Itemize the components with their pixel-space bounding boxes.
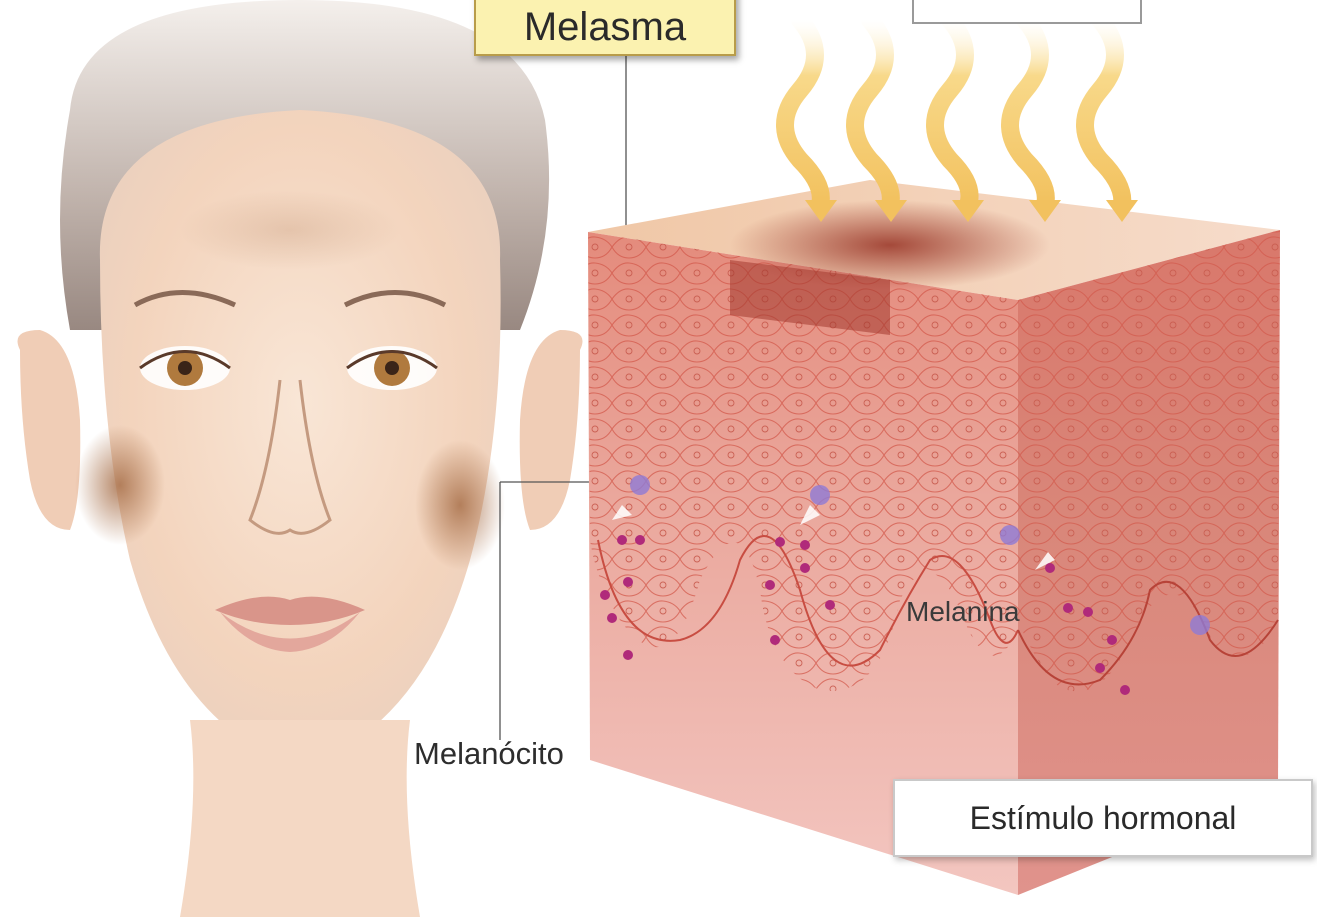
melanina-label: Melanina <box>906 596 1020 628</box>
estimulo-hormonal-label: Estímulo hormonal <box>893 779 1313 857</box>
woman-face-illustration <box>18 0 583 917</box>
top-right-label-box <box>912 0 1142 24</box>
melanocito-label: Melanócito <box>414 736 564 772</box>
uv-rays <box>785 20 1122 205</box>
melasma-label: Melasma <box>474 0 736 56</box>
